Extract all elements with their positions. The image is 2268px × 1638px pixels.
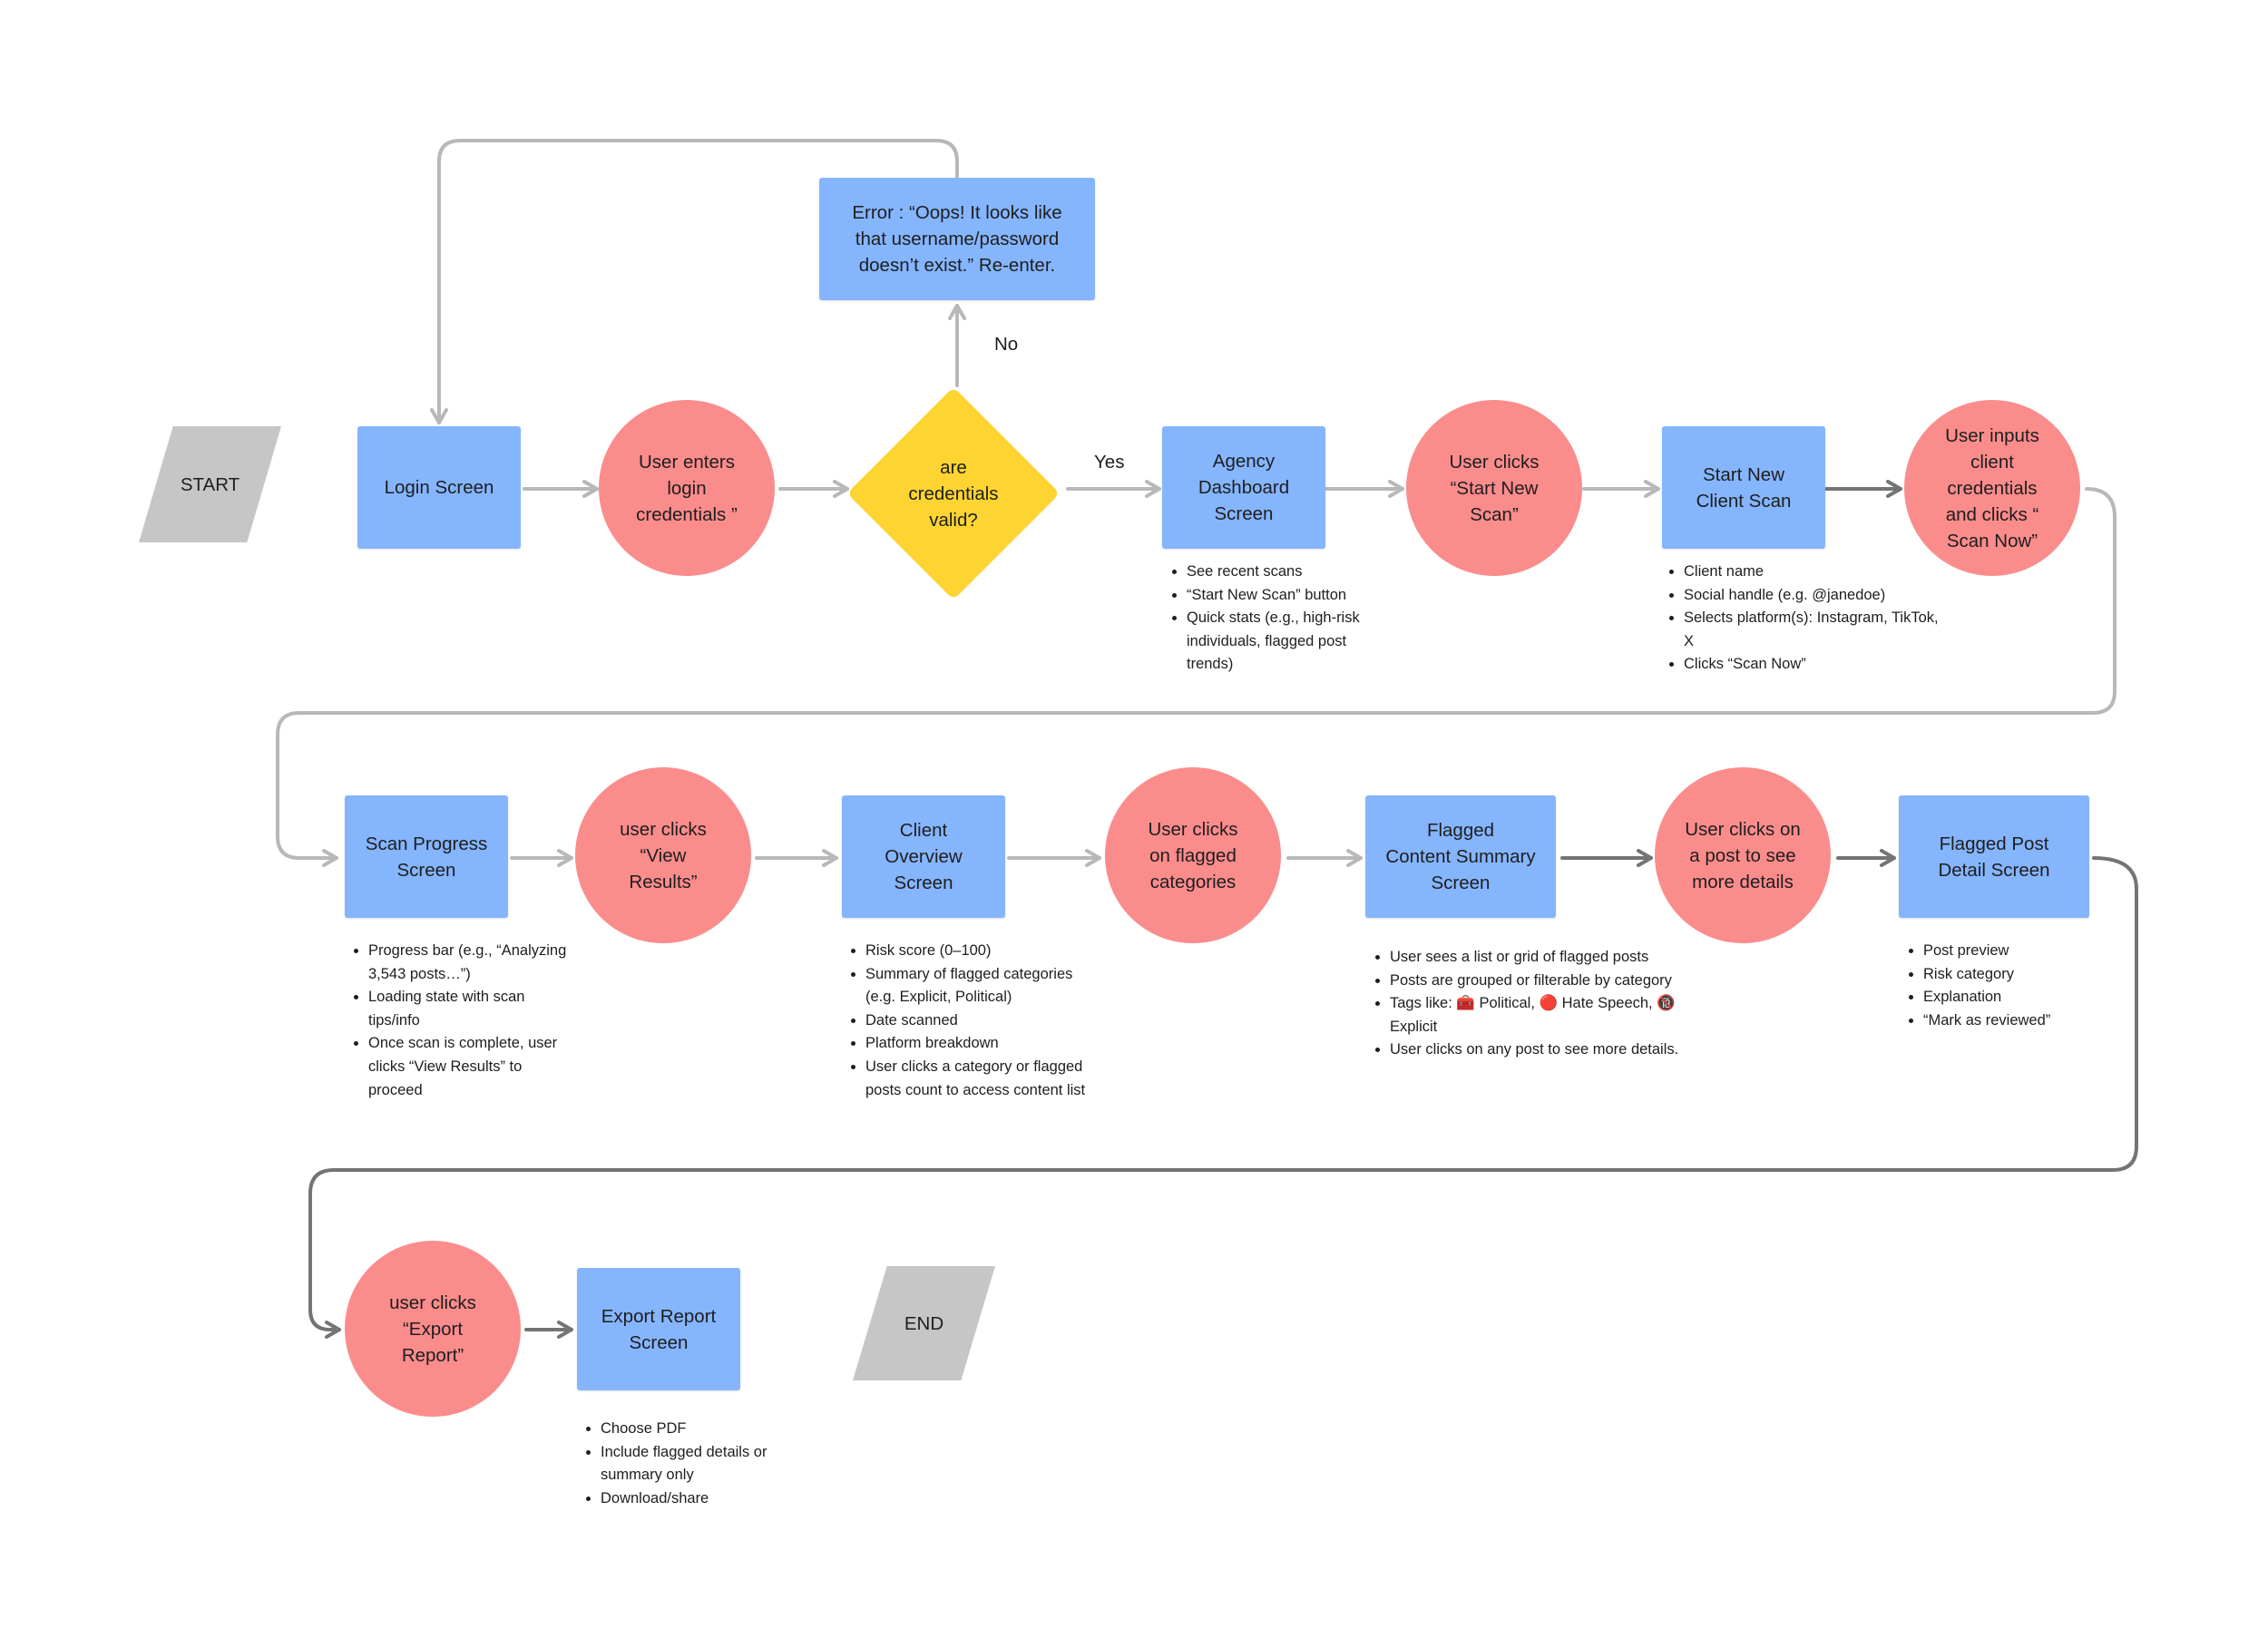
note-item: Clicks “Scan Now” (1684, 653, 1942, 677)
error-message-box: Error : “Oops! It looks like that userna… (819, 178, 1095, 300)
clicks-view-results-label: user clicks “View Results” (620, 818, 707, 892)
start-label: START (180, 473, 240, 495)
note-item: Explanation (1923, 986, 2105, 1009)
note-item: Social handle (e.g. @janedoe) (1684, 584, 1942, 608)
export-report-screen-label: Export Report Screen (601, 1305, 717, 1353)
agency-dashboard-box: Agency Dashboard Screen (1162, 426, 1325, 549)
note-item: User clicks a category or flagged posts … (865, 1056, 1101, 1102)
login-screen-label: Login Screen (384, 477, 494, 498)
inputs-client-credentials-step: User inputs client credentials and click… (1904, 400, 2080, 576)
start-new-client-scan-label: Start New Client Scan (1696, 463, 1792, 512)
note-item: Post preview (1923, 940, 2105, 963)
note-item: Include flagged details or summary only (601, 1441, 809, 1487)
clicks-flagged-categories-label: User clicks on flagged categories (1148, 818, 1238, 892)
note-item: User clicks on any post to see more deta… (1390, 1038, 1689, 1062)
credentials-decision-label: are credentials valid? (908, 456, 999, 531)
agency-dashboard-label: Agency Dashboard Screen (1198, 451, 1290, 524)
start-new-client-scan-notes: Client name Social handle (e.g. @janedoe… (1660, 561, 1942, 677)
clicks-start-new-scan-step: User clicks “Start New Scan” (1406, 400, 1582, 576)
note-item: See recent scans (1187, 561, 1388, 584)
clicks-flagged-categories-step: User clicks on flagged categories (1105, 767, 1281, 943)
enter-credentials-label: User enters login credentials ” (636, 451, 738, 525)
inputs-client-credentials-label: User inputs client credentials and click… (1945, 424, 2039, 551)
note-item: Progress bar (e.g., “Analyzing 3,543 pos… (368, 940, 570, 986)
login-screen-box: Login Screen (357, 426, 521, 549)
note-item: Choose PDF (601, 1418, 809, 1441)
scan-progress-notes: Progress bar (e.g., “Analyzing 3,543 pos… (345, 940, 570, 1102)
clicks-export-report-label: user clicks “Export Report” (389, 1292, 476, 1366)
note-item: “Mark as reviewed” (1923, 1009, 2105, 1033)
clicks-post-details-label: User clicks on a post to see more detail… (1685, 818, 1801, 892)
clicks-export-report-step: user clicks “Export Report” (345, 1241, 521, 1417)
scan-progress-label: Scan Progress Screen (365, 833, 488, 881)
note-item: Date scanned (865, 1009, 1101, 1033)
note-item: Tags like: 🧰 Political, 🔴 Hate Speech, 🔞… (1390, 992, 1689, 1038)
error-message-label: Error : “Oops! It looks like that userna… (852, 202, 1062, 276)
note-item: Selects platform(s): Instagram, TikTok, … (1684, 607, 1942, 653)
client-overview-notes: Risk score (0–100) Summary of flagged ca… (842, 940, 1101, 1102)
note-item: “Start New Scan” button (1187, 584, 1388, 608)
credentials-decision-label-wrap: are credentials valid? (863, 403, 1044, 584)
flagged-content-summary-box: Flagged Content Summary Screen (1365, 795, 1556, 918)
start-new-client-scan-box: Start New Client Scan (1662, 426, 1825, 549)
note-item: Posts are grouped or filterable by categ… (1390, 970, 1689, 993)
flagged-post-detail-box: Flagged Post Detail Screen (1899, 795, 2089, 918)
note-item: Summary of flagged categories (e.g. Expl… (865, 963, 1101, 1009)
note-item: Risk score (0–100) (865, 940, 1101, 963)
scan-progress-box: Scan Progress Screen (345, 795, 508, 918)
note-item: Client name (1684, 561, 1942, 584)
enter-credentials-step: User enters login credentials ” (599, 400, 775, 576)
end-label: END (904, 1312, 944, 1334)
note-item: Quick stats (e.g., high-risk individuals… (1187, 607, 1388, 677)
end-terminal: END (853, 1266, 995, 1380)
flagged-post-detail-label: Flagged Post Detail Screen (1938, 833, 2050, 881)
start-terminal: START (139, 426, 281, 542)
note-item: Risk category (1923, 963, 2105, 987)
note-item: User sees a list or grid of flagged post… (1390, 946, 1689, 970)
note-item: Download/share (601, 1487, 809, 1511)
yes-edge-label: Yes (1094, 452, 1125, 473)
flagged-content-summary-notes: User sees a list or grid of flagged post… (1366, 946, 1689, 1062)
client-overview-label: Client Overview Screen (885, 820, 963, 893)
clicks-view-results-step: user clicks “View Results” (575, 767, 751, 943)
flagged-content-summary-label: Flagged Content Summary Screen (1385, 820, 1536, 893)
export-report-screen-box: Export Report Screen (577, 1268, 740, 1390)
note-item: Once scan is complete, user clicks “View… (368, 1032, 570, 1102)
flagged-post-detail-notes: Post preview Risk category Explanation “… (1900, 940, 2105, 1032)
client-overview-box: Client Overview Screen (842, 795, 1005, 918)
clicks-start-new-scan-label: User clicks “Start New Scan” (1449, 451, 1540, 525)
clicks-post-details-step: User clicks on a post to see more detail… (1655, 767, 1831, 943)
agency-dashboard-notes: See recent scans “Start New Scan” button… (1163, 561, 1388, 677)
note-item: Platform breakdown (865, 1032, 1101, 1056)
note-item: Loading state with scan tips/info (368, 986, 570, 1032)
export-report-notes: Choose PDF Include flagged details or su… (577, 1418, 809, 1510)
no-edge-label: No (994, 334, 1019, 355)
